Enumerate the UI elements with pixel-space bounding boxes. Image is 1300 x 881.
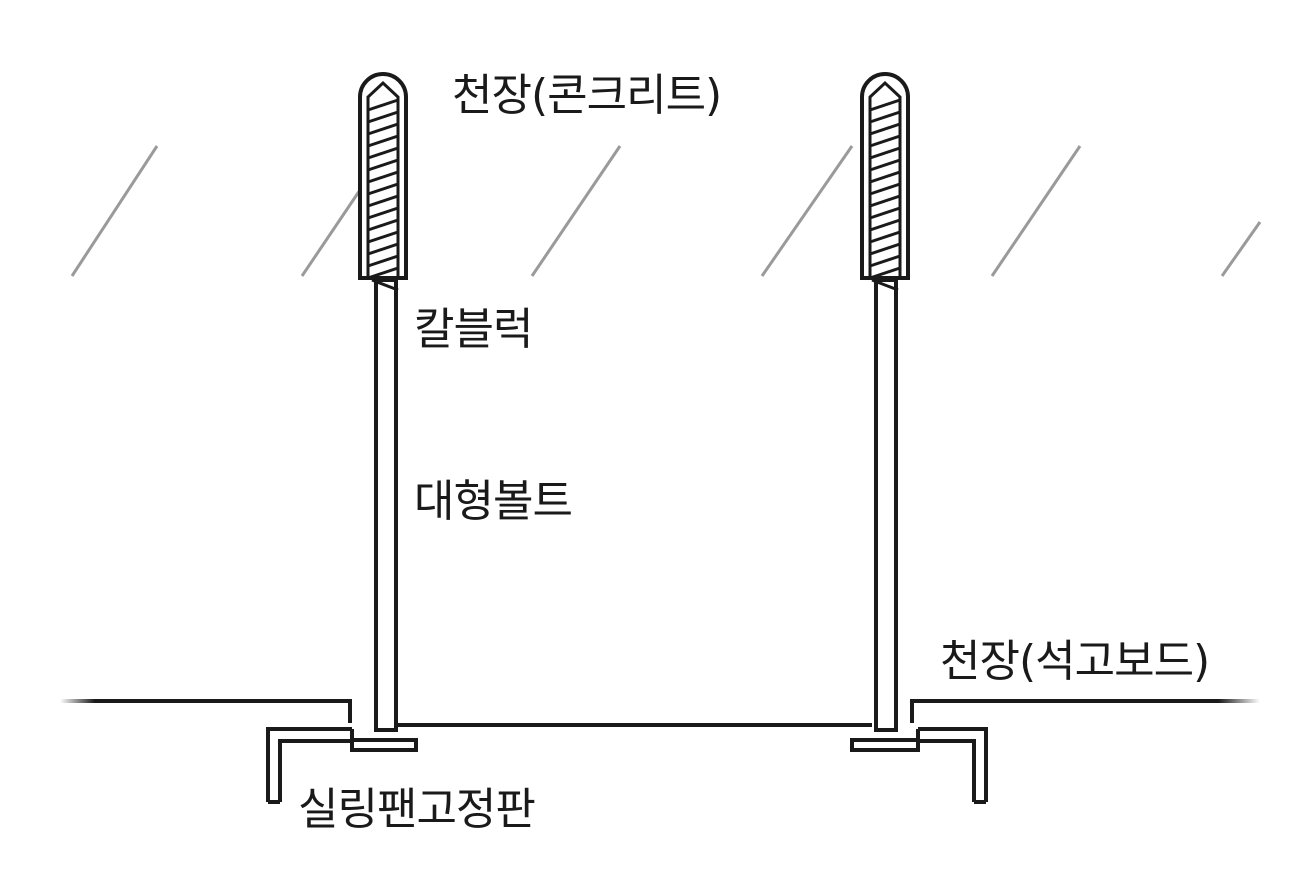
anchor-right [860, 72, 910, 280]
concrete-hatching [70, 145, 1262, 277]
bolt-right [871, 278, 899, 732]
bolt-left [371, 278, 399, 732]
fixing-plate-label: 실링팬고정판 [298, 784, 536, 835]
gypsum-board-ceiling [60, 699, 1260, 727]
anchor-label: 칼블럭 [414, 304, 533, 355]
anchor-left [358, 72, 408, 280]
large-bolt-label: 대형볼트 [414, 476, 573, 527]
gypsum-ceiling-label: 천장(석고보드) [940, 636, 1210, 687]
concrete-ceiling-label: 천장(콘크리트) [452, 70, 722, 121]
fan-fixing-plate [266, 727, 988, 804]
bolt-heads [350, 738, 920, 752]
